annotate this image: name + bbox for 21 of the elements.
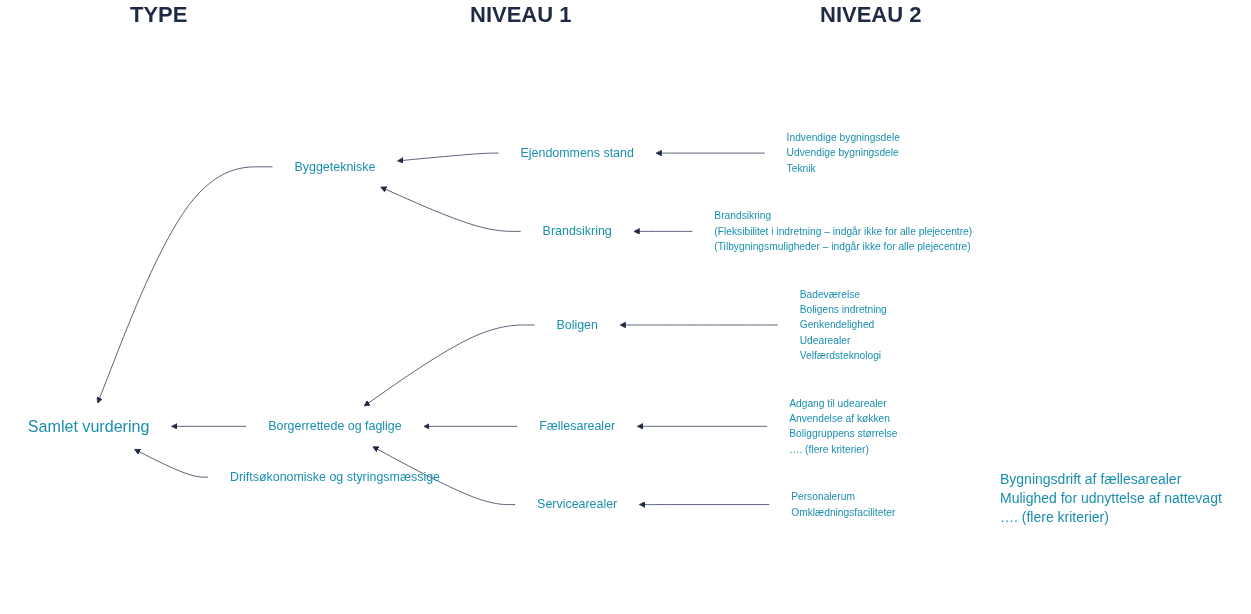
node-text: Driftsøkonomiske og styringsmæssige (229, 470, 441, 484)
node-text: Samlet vurdering (27, 417, 150, 436)
node-text: Brandsikring (542, 224, 612, 239)
node-text: Indvendige bygningsdele Udvendige bygningsdele Teknik (786, 131, 900, 174)
node-text: Badeværelse Boligens indretning Genkendelighed Udearealer Velfærdsteknologi (799, 288, 887, 362)
criterion-text: …. (flere kriterier) (1000, 508, 1109, 527)
node-text: Borgerrettede og faglige (268, 419, 402, 434)
criterion-text: Mulighed for udnyttelse af nattevagt (1000, 489, 1222, 508)
node-text: Adgang til udearealer Anvendelse af køkken Boliggruppens størrelse …. (flere kriterier) (789, 397, 898, 455)
node-text: Ejendommens stand (520, 145, 634, 160)
node-text: Byggetekniske (294, 159, 376, 174)
column-heading: NIVEAU 1 (470, 2, 572, 28)
node-text: Servicearealer (537, 497, 618, 512)
hierarchy-diagram: Samlet vurdering Byggetekniske Borgerrettede og faglige Driftsøkonomiske og styringsmæssige Ejendommens stand Brandsikring Boligen Fællesarealer Servicearealer Indvendige bygningsdele Udvendige bygningsdele Teknik Brandsikring (Fleksibilitet i indretning – indgår ikke for alle plejecentre) (Tilbygningsmuligheder – indgår ikke for alle plejecentre) Badeværelse Boligens indretning Genkendelighed Udearealer Velfærdsteknologi Adgang til udearealer Anvendelse af køkken Boliggruppens størrelse …. (flere kriterier) Personalerum Omklædningsfaciliteter (0, 36, 1000, 614)
node-text: Brandsikring (Fleksibilitet i indretning – indgår ikke for alle plejecentre) (Tilbygningsmuligheder – indgår ikke for alle plejecentre) (714, 209, 973, 253)
column-heading: TYPE (130, 2, 188, 28)
node-text: Boligen (556, 317, 598, 332)
criterion-text: Bygningsdrift af fællesarealer (1000, 470, 1182, 489)
column-heading: NIVEAU 2 (820, 2, 922, 28)
node-text: Personalerum Omklædningsfaciliteter (791, 490, 896, 518)
node-text: Fællesarealer (539, 419, 616, 434)
